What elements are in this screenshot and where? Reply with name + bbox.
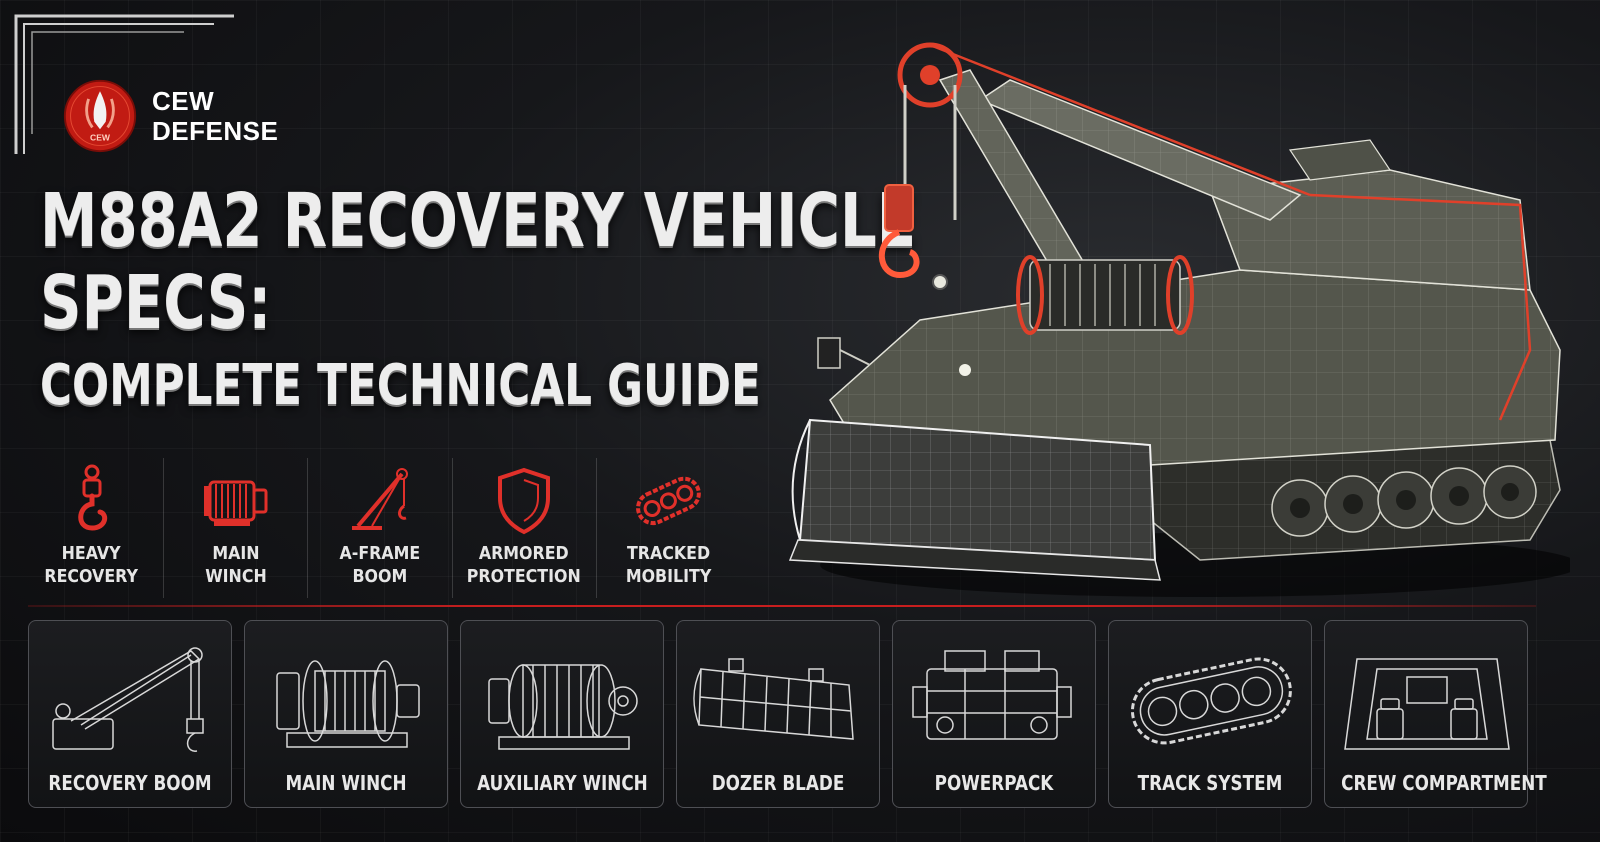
feature-heavy-recovery: HEAVY RECOVERY <box>20 458 165 598</box>
card-label: POWERPACK <box>934 771 1054 795</box>
card-label: TRACK SYSTEM <box>1137 771 1283 795</box>
card-powerpack[interactable]: POWERPACK <box>892 620 1096 808</box>
feature-label-line2: BOOM <box>352 566 408 587</box>
brand: CEW CEW DEFENSE <box>62 78 278 154</box>
feature-a-frame-boom: A-FRAME BOOM <box>308 458 453 598</box>
main-winch-icon <box>276 660 420 748</box>
card-label: AUXILIARY WINCH <box>477 771 648 795</box>
title-line1: M88A2 RECOVERY VEHICLE <box>40 178 917 264</box>
card-label: CREW COMPARTMENT <box>1341 771 1547 795</box>
crew-compartment-icon <box>1344 658 1510 750</box>
track-system-icon <box>1130 657 1292 745</box>
feature-label: HEAVY RECOVERY <box>45 542 139 588</box>
page-title: M88A2 RECOVERY VEHICLE SPECS: COMPLETE T… <box>40 178 917 418</box>
track-icon <box>636 476 702 526</box>
cew-logo-icon: CEW <box>63 79 137 153</box>
corner-frame-decoration <box>14 14 234 154</box>
feature-label-line1: A-FRAME <box>339 543 421 564</box>
feature-strip: HEAVY RECOVERY MAIN WINCH A-FRAME BOOM <box>20 458 740 598</box>
recovery-boom-icon <box>52 647 204 752</box>
a-frame-boom-icon <box>352 468 408 530</box>
feature-label: A-FRAME BOOM <box>340 542 421 588</box>
feature-main-winch: MAIN WINCH <box>164 458 309 598</box>
brand-name-line1: CEW <box>152 86 215 116</box>
card-label: RECOVERY BOOM <box>48 771 212 795</box>
feature-label-line2: WINCH <box>205 566 267 587</box>
feature-label-line1: HEAVY <box>62 543 122 564</box>
title-line3: COMPLETE TECHNICAL GUIDE <box>40 353 761 418</box>
feature-label-line2: MOBILITY <box>625 566 712 587</box>
shield-icon <box>498 467 551 535</box>
card-main-winch[interactable]: MAIN WINCH <box>244 620 448 808</box>
feature-armored-protection: ARMORED PROTECTION <box>453 458 597 598</box>
feature-label-line2: PROTECTION <box>467 566 582 587</box>
dozer-blade-icon <box>693 658 854 740</box>
red-divider <box>28 605 1536 607</box>
brand-name: CEW DEFENSE <box>152 86 278 146</box>
feature-label: ARMORED PROTECTION <box>467 542 581 588</box>
title-line2: SPECS: <box>40 260 272 346</box>
card-track-system[interactable]: TRACK SYSTEM <box>1108 620 1312 808</box>
card-recovery-boom[interactable]: RECOVERY BOOM <box>28 620 232 808</box>
card-label: DOZER BLADE <box>711 771 845 795</box>
feature-label: TRACKED MOBILITY <box>626 542 711 588</box>
powerpack-icon <box>912 650 1072 740</box>
feature-label: MAIN WINCH <box>205 542 267 588</box>
auxiliary-winch-icon <box>488 664 638 750</box>
feature-label-line1: TRACKED <box>626 543 710 564</box>
m88a2-vehicle-illustration <box>788 42 1570 597</box>
brand-name-line2: DEFENSE <box>152 116 279 146</box>
card-label: MAIN WINCH <box>285 771 407 795</box>
card-dozer-blade[interactable]: DOZER BLADE <box>676 620 880 808</box>
winch-icon <box>203 480 268 526</box>
feature-tracked-mobility: TRACKED MOBILITY <box>597 458 740 598</box>
feature-label-line1: MAIN <box>212 543 260 564</box>
feature-label-line2: RECOVERY <box>44 566 139 587</box>
svg-text:CEW: CEW <box>90 133 111 143</box>
component-cards: RECOVERY BOOM MAIN WINCH <box>28 620 1547 810</box>
feature-label-line1: ARMORED <box>479 543 570 564</box>
card-auxiliary-winch[interactable]: AUXILIARY WINCH <box>460 620 664 808</box>
hook-icon <box>77 464 107 531</box>
card-crew-compartment[interactable]: CREW COMPARTMENT <box>1324 620 1547 808</box>
